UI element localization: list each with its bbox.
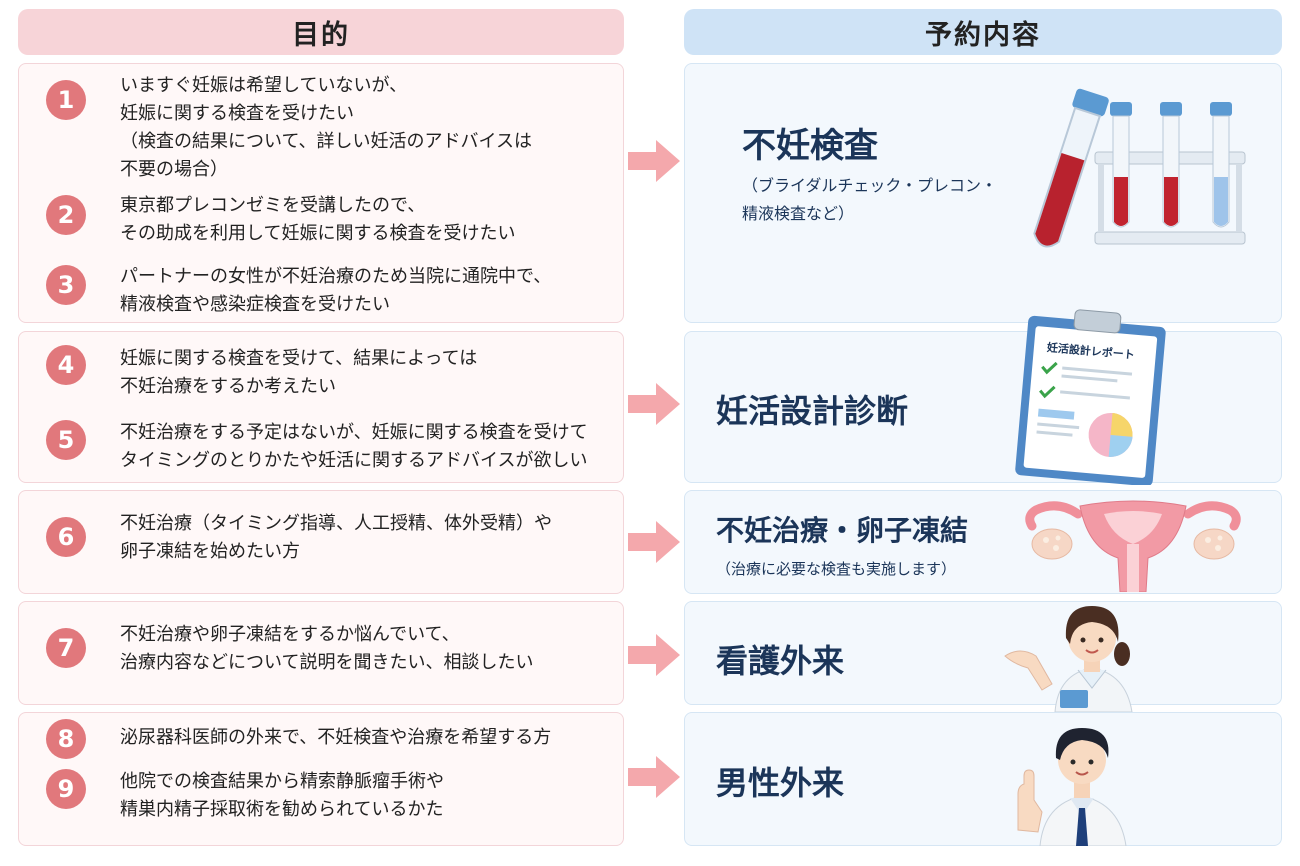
item-number-3: 3 — [46, 265, 86, 305]
item-text-1: いますぐ妊娠は希望していないが、妊娠に関する検査を受けたい （検査の結果について… — [120, 75, 533, 180]
arrow-right-icon — [628, 383, 680, 425]
item-text-3: パートナーの女性が不妊治療のため当院に通院中で、精液検査や感染症検査を受けたい — [120, 266, 552, 315]
result-sub-treatment: （治療に必要な検査も実施します） — [716, 560, 957, 578]
result-title-treatment: 不妊治療・卵子凍結 — [716, 514, 969, 547]
item-text-2: 東京都プレコンゼミを受講したので、その助成を利用して妊娠に関する検査を受けたい — [120, 195, 516, 244]
item-number-6: 6 — [46, 517, 86, 557]
arrow-right-icon — [628, 756, 680, 798]
result-title-infertility-test: 不妊検査 — [742, 126, 878, 166]
item-number-8: 8 — [46, 719, 86, 759]
booking-box-male — [684, 712, 1282, 846]
arrow-right-icon — [628, 521, 680, 563]
item-number-4: 4 — [46, 345, 86, 385]
clipboard-report-icon: 妊活設計レポート — [1015, 309, 1166, 485]
item-text-8: 泌尿器科医師の外来で、不妊検査や治療を希望する方 — [120, 727, 552, 748]
item-number-1: 1 — [46, 80, 86, 120]
purpose-group-5 — [18, 712, 624, 846]
uterus-icon — [1025, 500, 1241, 592]
result-sub-infertility-test: （ブライダルチェック・プレコン・精液検査など） — [742, 176, 998, 223]
item-number-7: 7 — [46, 628, 86, 668]
item-text-6: 不妊治療（タイミング指導、人工授精、体外受精）や卵子凍結を始めたい方 — [120, 513, 552, 562]
booking-box-nursing — [684, 601, 1282, 705]
male-doctor-icon — [1017, 728, 1127, 846]
result-title-male: 男性外来 — [716, 764, 845, 802]
purpose-header: 目的 — [18, 9, 624, 55]
result-title-nursing: 看護外来 — [716, 642, 845, 680]
purpose-group-1 — [18, 63, 624, 323]
item-number-5: 5 — [46, 420, 86, 460]
item-text-4: 妊娠に関する検査を受けて、結果によっては不妊治療をするか考えたい — [120, 348, 478, 397]
booking-box-plan-diagnosis — [684, 331, 1282, 483]
purpose-group-2 — [18, 331, 624, 483]
booking-header: 予約内容 — [684, 9, 1282, 55]
result-title-plan-diagnosis: 妊活設計診断 — [716, 392, 909, 430]
item-text-9: 他院での検査結果から精索静脈瘤手術や精巣内精子採取術を勧められているかた — [120, 771, 444, 820]
purpose-group-3 — [18, 490, 624, 594]
item-text-7: 不妊治療や卵子凍結をするか悩んでいて、治療内容などについて説明を聞きたい、相談し… — [120, 624, 534, 673]
nurse-icon — [1004, 606, 1133, 712]
test-tubes-icon — [1033, 88, 1246, 248]
purpose-group-4 — [18, 601, 624, 705]
arrow-right-icon — [628, 634, 680, 676]
booking-box-infertility-test — [684, 63, 1282, 323]
item-text-5: 不妊治療をする予定はないが、妊娠に関する検査を受けてタイミングのとりかたや妊活に… — [120, 422, 588, 471]
arrow-right-icon — [628, 140, 680, 182]
item-number-9: 9 — [46, 769, 86, 809]
item-number-2: 2 — [46, 195, 86, 235]
